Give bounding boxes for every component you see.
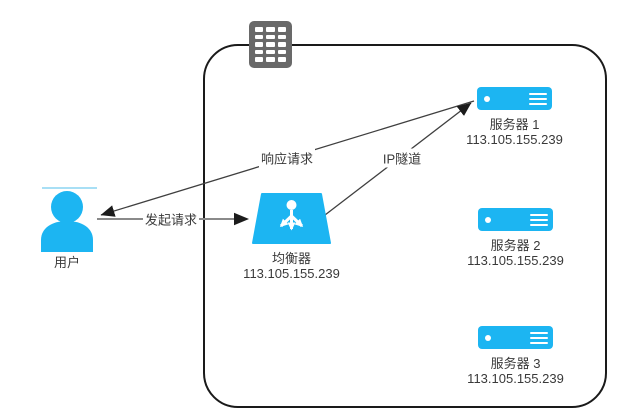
edge-label-request: 发起请求 (142, 209, 200, 229)
node-ip: 113.105.155.239 (467, 371, 564, 386)
server-led-dot (484, 96, 490, 102)
node-label: 服务器 3 (490, 356, 541, 371)
node-label: 均衡器 (271, 251, 312, 266)
node-user: 用户 (36, 183, 98, 273)
server-vents-icon (530, 332, 548, 344)
edge-label-tunnel: IP隧道 (380, 148, 424, 168)
node-ip: 113.105.155.239 (467, 253, 564, 268)
node-server-3: 服务器 3 113.105.155.239 (467, 326, 564, 392)
server-led-dot (485, 335, 491, 341)
person-icon (41, 187, 97, 252)
server-led-dot (485, 217, 491, 223)
node-ip: 113.105.155.239 (243, 266, 340, 281)
server-icon (477, 87, 552, 110)
server-vents-icon (530, 214, 548, 226)
load-balancer-icon (252, 193, 331, 244)
server-vents-icon (529, 93, 547, 105)
edge-request-arrowhead (234, 212, 249, 226)
node-label: 用户 (53, 255, 81, 270)
node-server-1: 服务器 1 113.105.155.239 (466, 87, 563, 153)
grid-icon (249, 21, 292, 68)
server-icon (478, 326, 553, 349)
node-label: 服务器 2 (490, 238, 541, 253)
edge-label-response: 响应请求 (258, 148, 316, 168)
cluster-boundary (203, 44, 607, 408)
node-label: 服务器 1 (489, 117, 540, 132)
node-ip: 113.105.155.239 (466, 132, 563, 147)
server-icon (478, 208, 553, 231)
node-server-2: 服务器 2 113.105.155.239 (467, 208, 564, 274)
node-balancer: 均衡器 113.105.155.239 (243, 193, 340, 285)
